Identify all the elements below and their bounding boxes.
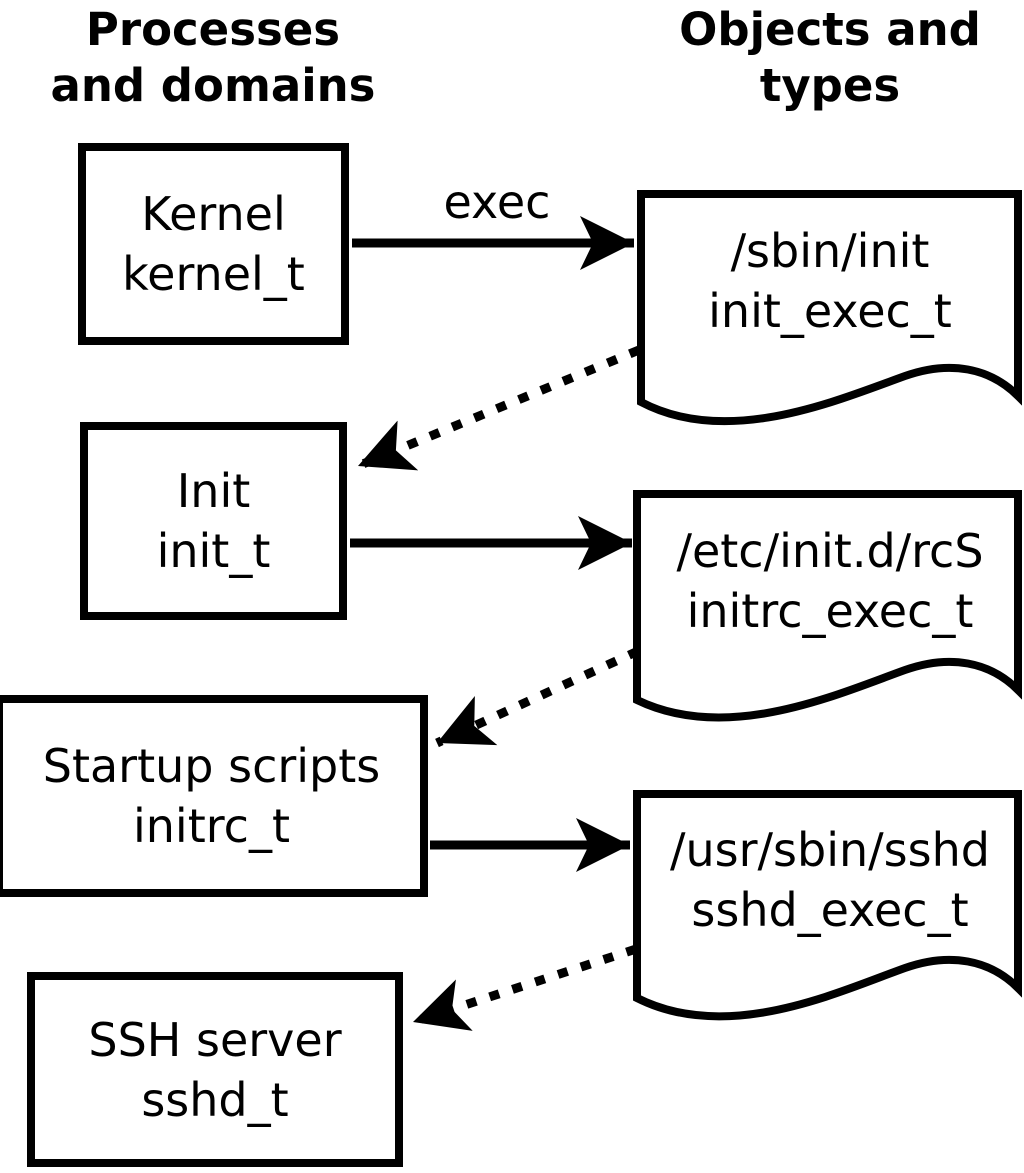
object-doc-initrc-exec-label: /etc/init.d/rcS initrc_exec_t xyxy=(647,521,1013,641)
column-header-objects: Objects and types xyxy=(634,2,1024,114)
column-header-processes-line1: Processes xyxy=(85,3,341,56)
object-doc-initrc-exec-type: initrc_exec_t xyxy=(686,584,974,638)
object-doc-sshd-exec-type: sshd_exec_t xyxy=(691,883,969,937)
column-header-objects-line2: types xyxy=(759,59,901,112)
object-doc-init-exec-label: /sbin/init init_exec_t xyxy=(647,221,1013,341)
object-doc-sshd-exec-path: /usr/sbin/sshd xyxy=(670,823,990,877)
process-box-ssh-server: SSH server sshd_t xyxy=(27,972,403,1167)
process-box-kernel-name: Kernel xyxy=(141,187,286,241)
document-shape-init-exec xyxy=(637,190,1022,426)
document-shape-initrc-exec xyxy=(633,490,1022,722)
dotted-arrow-initrc-exec-to-initrc xyxy=(435,646,640,748)
dotted-arrow-sshd-exec-to-sshd xyxy=(411,944,638,1031)
process-box-kernel: Kernel kernel_t xyxy=(78,143,349,345)
process-box-init-domain: init_t xyxy=(156,524,271,578)
object-doc-sshd-exec-label: /usr/sbin/sshd sshd_exec_t xyxy=(647,820,1013,940)
process-box-ssh-server-name: SSH server xyxy=(88,1012,342,1067)
process-box-init-name: Init xyxy=(176,464,251,518)
dotted-arrow-init-exec-to-init xyxy=(356,345,641,471)
process-box-kernel-domain: kernel_t xyxy=(122,247,305,301)
object-doc-initrc-exec-path: /etc/init.d/rcS xyxy=(676,524,984,578)
document-shape-sshd-exec xyxy=(633,790,1022,1021)
object-doc-init-exec-type: init_exec_t xyxy=(708,284,952,338)
column-header-objects-line1: Objects and xyxy=(679,3,981,56)
column-header-processes-line2: and domains xyxy=(50,59,376,112)
process-box-startup-scripts-name: Startup scripts xyxy=(42,739,381,793)
process-box-ssh-server-domain: sshd_t xyxy=(141,1072,289,1127)
process-box-startup-scripts-domain: initrc_t xyxy=(133,799,290,853)
object-doc-init-exec-path: /sbin/init xyxy=(730,224,930,278)
process-box-startup-scripts: Startup scripts initrc_t xyxy=(0,695,428,897)
column-header-processes: Processes and domains xyxy=(0,2,426,114)
edge-label-exec: exec xyxy=(443,175,551,229)
process-box-init: Init init_t xyxy=(80,422,347,620)
